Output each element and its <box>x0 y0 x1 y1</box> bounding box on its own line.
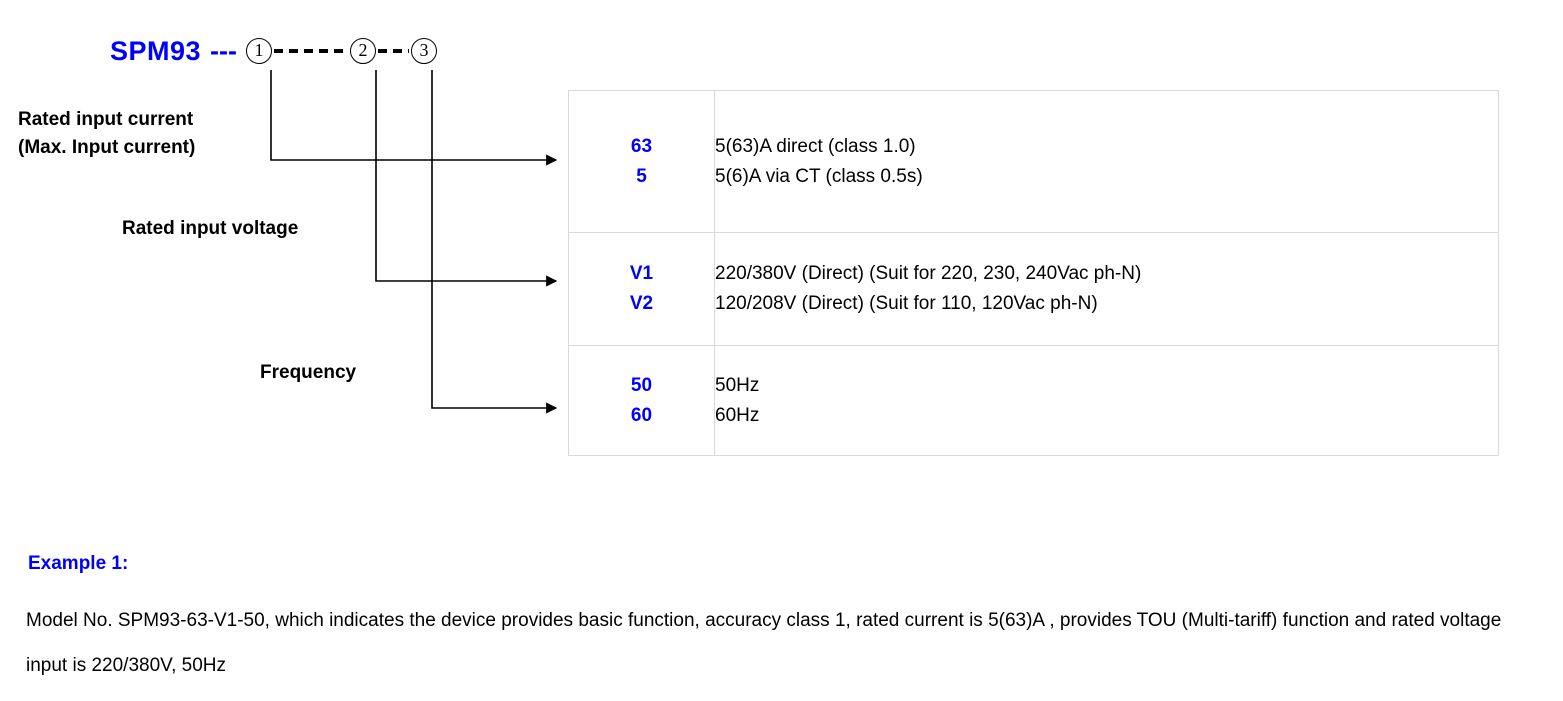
desc-value: 120/208V (Direct) (Suit for 110, 120Vac … <box>715 293 1098 314</box>
desc-value: 60Hz <box>715 404 760 426</box>
label-rated-input-current: Rated input current (Max. Input current) <box>18 106 195 162</box>
model-prefix-label: SPM93 <box>110 35 202 66</box>
code-value: V1 <box>629 263 654 284</box>
label-rated-input-voltage-line1: Rated input voltage <box>122 218 299 239</box>
label-rated-input-voltage: Rated input voltage <box>122 215 298 243</box>
connector-dash-2-3 <box>378 49 410 53</box>
label-rated-input-current-line1: Rated input current <box>18 109 194 130</box>
code-cell-frequency: 50 60 <box>568 345 715 456</box>
table-row: 63 5 5(63)A direct (class 1.0) 5(6)A via… <box>568 90 1499 233</box>
specification-table: 63 5 5(63)A direct (class 1.0) 5(6)A via… <box>568 90 1499 456</box>
leader-line-rated-input-voltage <box>375 70 558 287</box>
code-value: 63 <box>630 135 653 157</box>
label-frequency-line1: Frequency <box>260 362 357 383</box>
example-description: Model No. SPM93-63-V1-50, which indicate… <box>26 610 1502 676</box>
marker-circle-3: 3 <box>411 38 438 64</box>
code-cell-rated-input-current: 63 5 <box>568 90 715 233</box>
leader-line-frequency <box>431 70 558 414</box>
desc-value: 5(6)A via CT (class 0.5s) <box>715 165 923 187</box>
table-row: V1 V2 220/380V (Direct) (Suit for 220, 2… <box>568 232 1499 346</box>
label-frequency: Frequency <box>260 359 356 387</box>
desc-value: 220/380V (Direct) (Suit for 220, 230, 24… <box>715 263 1142 284</box>
code-value: 5 <box>636 165 647 187</box>
code-value: 50 <box>630 374 653 396</box>
example-title: Example 1: <box>28 553 129 574</box>
connector-dash-1-2 <box>274 49 349 53</box>
desc-value: 5(63)A direct (class 1.0) <box>715 135 916 157</box>
code-value: 60 <box>630 404 653 426</box>
code-cell-rated-input-voltage: V1 V2 <box>568 232 715 346</box>
marker-circle-2: 2 <box>350 38 377 64</box>
model-code-line: SPM93 --- 1 2 3 <box>110 30 438 72</box>
table-row: 50 60 50Hz 60Hz <box>568 345 1499 456</box>
model-separator-dashes: --- <box>210 35 238 66</box>
marker-circle-1: 1 <box>246 38 273 64</box>
label-rated-input-current-line2: (Max. Input current) <box>18 137 196 158</box>
code-value: V2 <box>629 293 654 314</box>
leader-line-rated-input-current <box>270 70 558 166</box>
desc-cell-rated-input-voltage: 220/380V (Direct) (Suit for 220, 230, 24… <box>714 232 1499 346</box>
desc-value: 50Hz <box>715 374 760 396</box>
desc-cell-rated-input-current: 5(63)A direct (class 1.0) 5(6)A via CT (… <box>714 90 1499 233</box>
desc-cell-frequency: 50Hz 60Hz <box>714 345 1499 456</box>
